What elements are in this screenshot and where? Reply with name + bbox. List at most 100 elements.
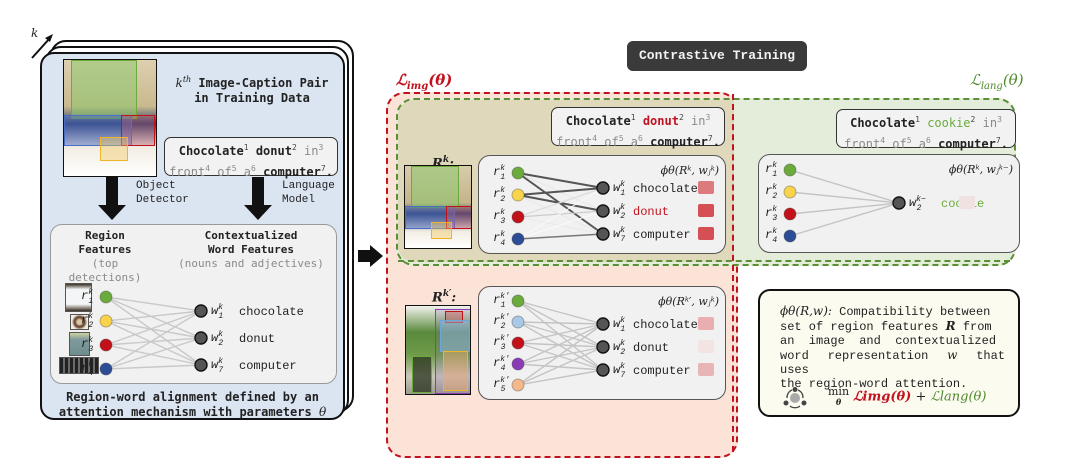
caption-token: computer7 [650,134,713,149]
footer-line1: Region-word alignment defined by an [66,390,319,404]
language-model-label: Language Model [282,179,335,207]
loss-lang-sub: lang [980,81,1003,92]
language-model-label-1: Language [282,180,335,192]
alignment-edge [105,296,202,366]
word-node-3 [596,227,610,241]
alignment-footer: Region-word alignment defined by an atte… [42,390,343,420]
region-thumb-keyboard [59,357,99,374]
word-node-2 [194,331,208,345]
region-label-5: rk′5 [493,376,510,394]
region-node-4 [99,362,113,376]
card-title-line2: in Training Data [194,91,310,105]
alignment-edge [517,342,604,348]
note-line4b: w [947,348,958,362]
note-phi: ϕθ(R,w): [780,304,832,318]
region-node-1 [511,166,525,180]
object-detector-label: Object Detector [136,179,189,207]
alignment-edge [105,310,202,346]
word-text-1: chocolate [239,305,304,319]
negative-box-torso [440,320,470,352]
word-node-2 [596,204,610,218]
alignment-edge [789,202,900,215]
detection-box-mug [121,115,155,146]
detection-box-monitor [71,60,137,119]
flow-arrow-icon [358,245,383,267]
negative-image-phi-label: ϕθ(Rᵏ′, wⱼᵏ) [658,295,719,308]
region-label-2: rk′2 [493,313,510,331]
object-detector-arrow-icon [98,177,126,220]
region-node-2 [511,188,525,202]
objective-min: min [828,385,850,398]
region-node-3 [511,336,525,350]
compatibility-score-1 [698,317,714,330]
positive-image-label-r: R [432,156,443,172]
objective-formula: min θ ℒimg(θ) + ℒlang(θ) [828,385,987,407]
alignment-edge [105,296,202,339]
alignment-edge [105,344,202,366]
stack-axis-label: k [31,26,39,40]
card-title-k: k [175,76,183,90]
word-node-1 [596,181,610,195]
word-node-3 [596,363,610,377]
compatibility-score-2 [698,204,714,217]
positive-box-mug [446,206,471,229]
alignment-edge [517,321,604,348]
alignment-edge [789,169,900,204]
caption-token: of5 [217,164,237,179]
definition-text: ϕθ(R,w): Compatibility between set of re… [780,304,1005,391]
word-node-1 [892,196,906,210]
object-detector-label-2: Detector [136,194,189,206]
caption-line: Chocolate1 donut2 in3 [165,139,337,160]
language-model-label-2: Model [282,194,316,206]
positive-box-keyboard [405,206,455,229]
region-node-2 [783,185,797,199]
footer-line2: attention mechanism with parameters [58,405,312,419]
loss-img-divider [732,94,734,452]
word-text-1: chocolate [633,182,698,196]
negative-image-label-r: R [432,290,443,306]
training-loop-icon [783,387,807,409]
contrastive-training-title: Contrastive Training [627,41,807,71]
objective-min-sub: θ [835,397,842,407]
alignment-edge [105,364,202,370]
alignment-edge [517,323,604,386]
alignment-edge [789,191,900,204]
alignment-edge [517,187,604,196]
region-node-4 [511,232,525,246]
caption-token: donut2 [255,143,297,158]
caption-token: Chocolate1 [178,143,249,158]
alignment-edge [105,337,202,370]
alignment-edge [517,323,604,344]
objective-loss-lang: ℒlang(θ) [930,389,987,405]
compatibility-score-3 [698,363,714,376]
card-title: kth Image-Caption Pair in Training Data [167,72,337,106]
word-text-2: donut [239,332,275,346]
caption-token: in3 [982,115,1002,130]
word-text-2: donut [633,205,669,219]
compatibility-score-1 [698,181,714,194]
objective-loss-img: ℒimg(θ) [853,389,912,405]
caption-token: Chocolate1 [565,113,636,128]
word-text-3: computer [633,364,691,378]
note-line4c: that uses [780,349,1006,377]
compatibility-score-1 [959,196,975,209]
definition-note: ϕθ(R,w): Compatibility between set of re… [758,289,1020,417]
alignment-edge [517,363,604,371]
object-detector-label-1: Object [136,180,176,192]
alignment-edge [517,300,604,348]
alignment-panel: Region Features (top detections) Context… [50,224,337,384]
alignment-edge [517,346,604,386]
note-line1: Compatibility between [839,305,991,319]
alignment-edge [105,337,202,346]
